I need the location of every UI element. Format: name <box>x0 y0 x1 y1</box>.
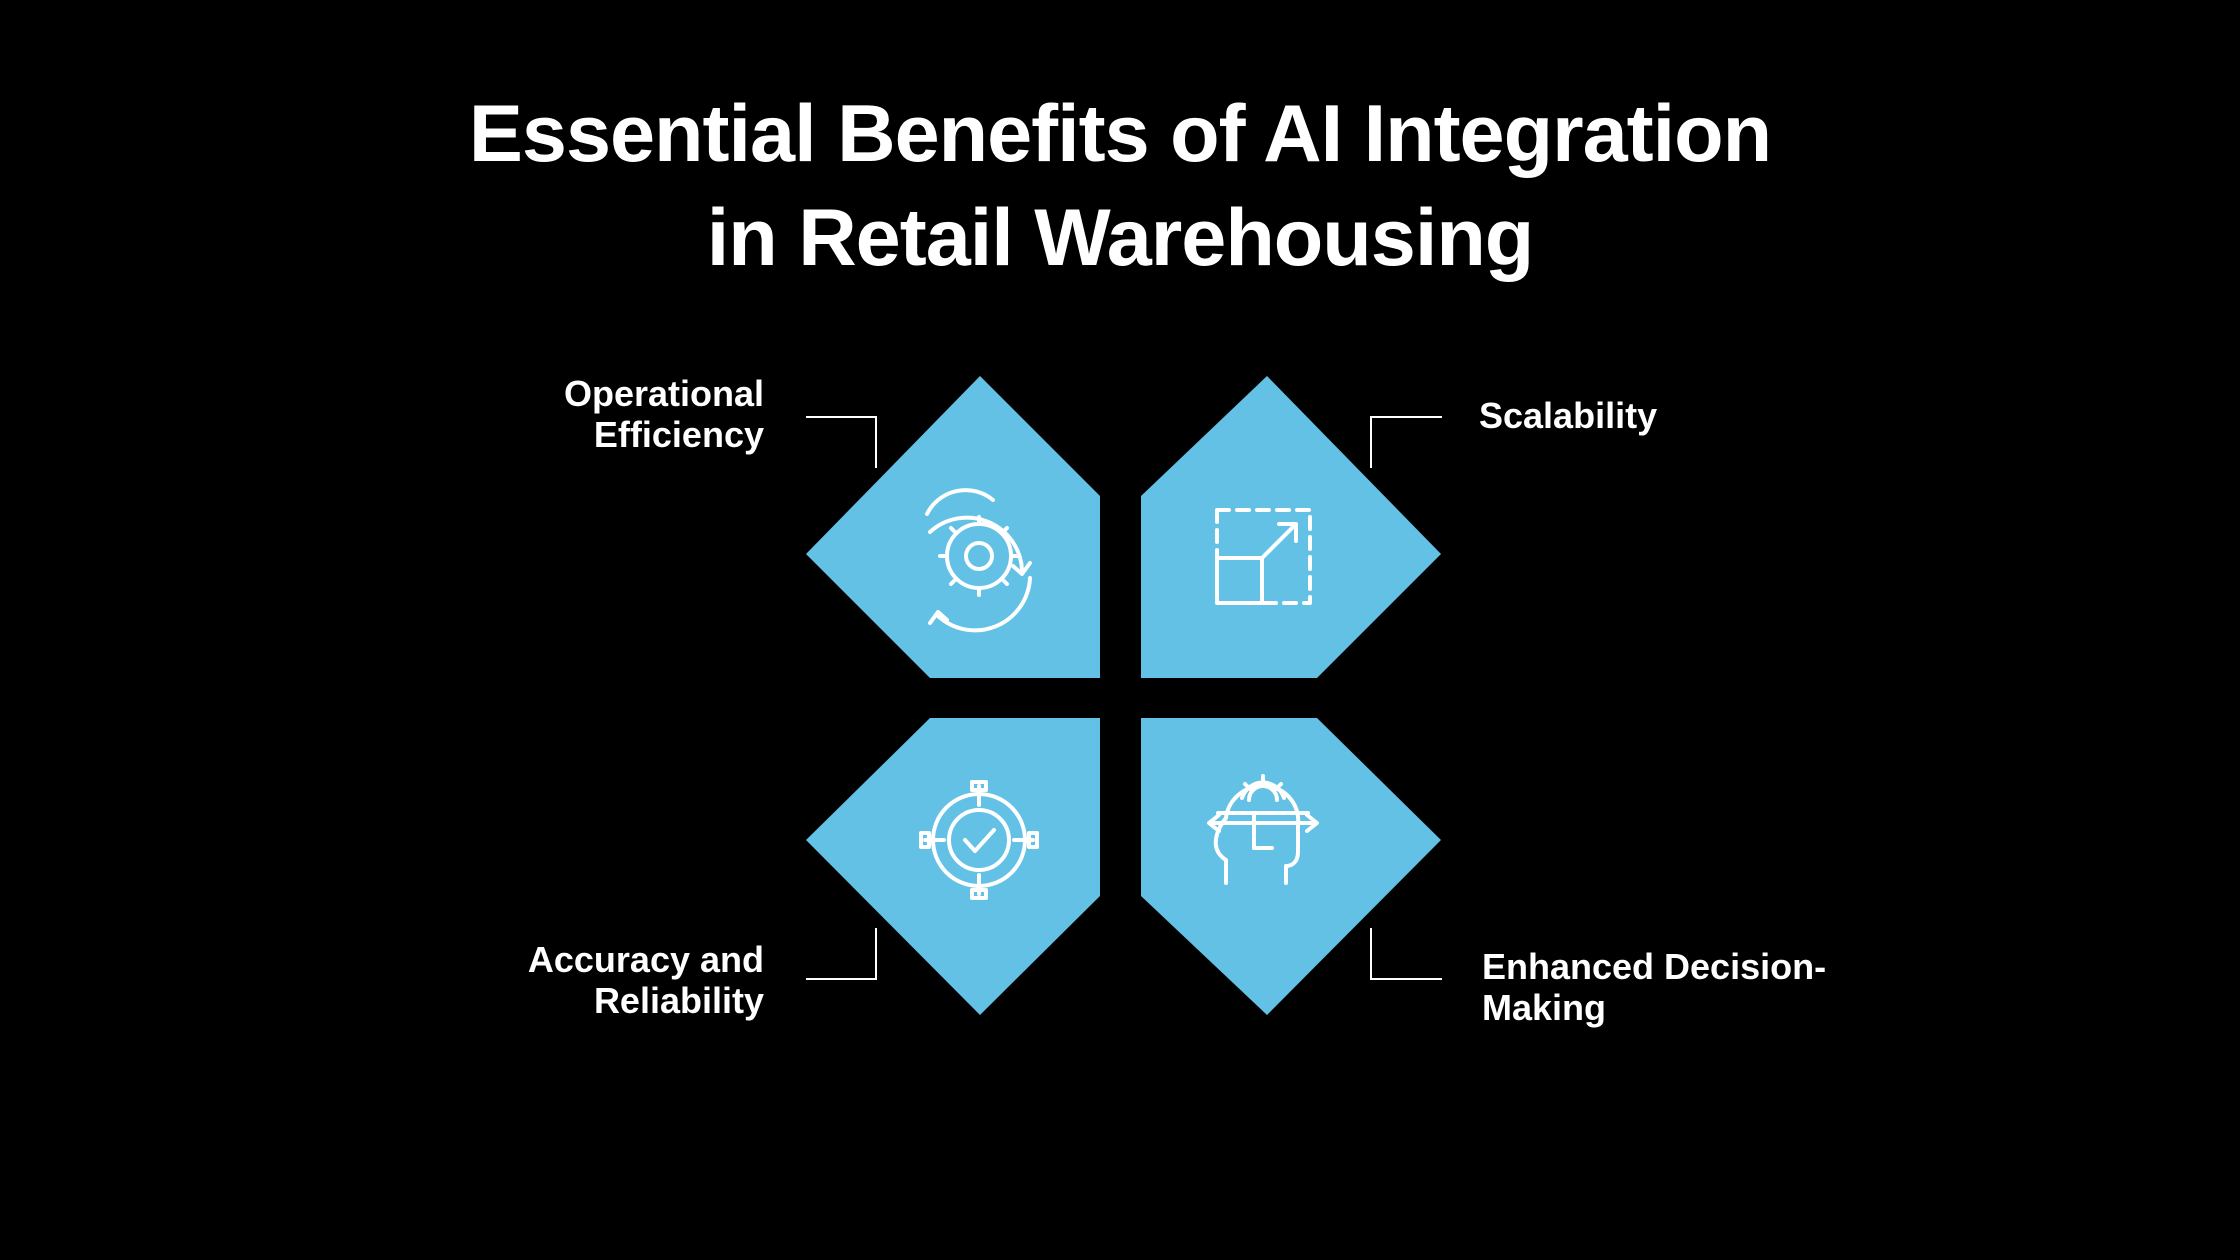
label-enhanced-decision-making-line-2: Making <box>1482 987 1607 1028</box>
label-operational-efficiency: Operational Efficiency <box>564 373 764 455</box>
label-scalability: Scalability <box>1479 395 1657 436</box>
label-accuracy-reliability-line-1: Accuracy and <box>527 939 764 980</box>
gear-cycle-icon <box>925 488 1032 633</box>
title-line-1: Essential Benefits of AI Integration <box>468 89 1772 179</box>
label-operational-efficiency-line-2: Efficiency <box>593 414 764 455</box>
connector-accuracy-reliability <box>806 928 877 980</box>
connector-enhanced-decision-making <box>1370 928 1442 980</box>
tile-accuracy-reliability <box>806 718 1100 1015</box>
page-title: Essential Benefits of AI Integration in … <box>0 82 2240 290</box>
label-accuracy-reliability-line-2: Reliability <box>593 980 764 1021</box>
label-operational-efficiency-line-1: Operational <box>563 373 764 414</box>
title-line-2: in Retail Warehousing <box>706 193 1535 283</box>
label-enhanced-decision-making: Enhanced Decision- Making <box>1482 946 1826 1028</box>
scale-up-icon <box>1215 508 1312 605</box>
connector-scalability <box>1370 416 1442 468</box>
label-accuracy-reliability: Accuracy and Reliability <box>528 939 764 1021</box>
tile-operational-efficiency <box>806 376 1100 678</box>
head-gear-icon <box>1207 774 1319 885</box>
connector-operational-efficiency <box>806 416 877 468</box>
target-check-icon <box>919 780 1039 900</box>
label-scalability-line-1: Scalability <box>1479 395 1658 436</box>
label-enhanced-decision-making-line-1: Enhanced Decision- <box>1482 946 1827 987</box>
